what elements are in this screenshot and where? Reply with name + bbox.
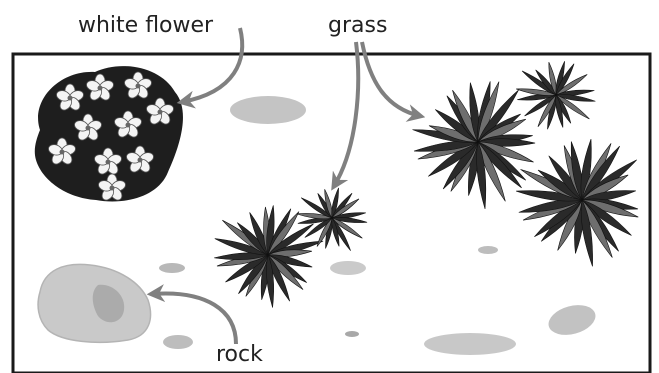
rock-small-5 bbox=[345, 331, 359, 337]
label-rock: rock bbox=[216, 344, 263, 366]
white-flower-bush bbox=[35, 66, 183, 202]
rock-top-center bbox=[230, 96, 306, 124]
label-white-flower: white flower bbox=[78, 15, 213, 37]
rock-small-3 bbox=[478, 246, 498, 254]
rock-small-2 bbox=[330, 261, 366, 275]
rock-bottom-center bbox=[424, 333, 516, 355]
rock-small-4 bbox=[163, 335, 193, 349]
rock-small-1 bbox=[159, 263, 185, 273]
label-grass: grass bbox=[328, 15, 387, 37]
